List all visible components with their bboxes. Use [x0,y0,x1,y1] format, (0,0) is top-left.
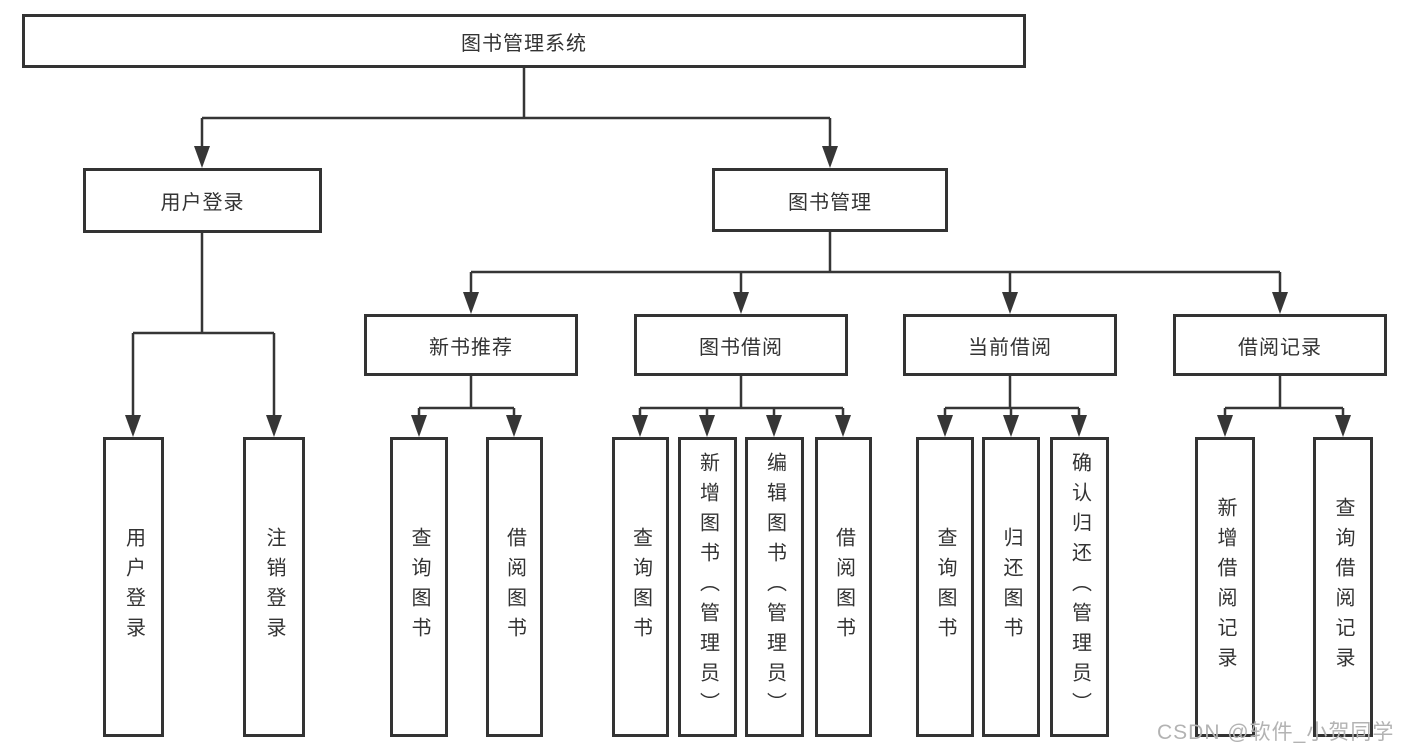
arrow-icon [766,415,782,437]
arrow-icon [699,415,715,437]
node-leaf-edit-books-admin: 编辑图书（管理员） [745,437,804,737]
node-borrow-records: 借阅记录 [1173,314,1387,376]
arrow-icon [125,415,141,437]
node-book-borrow: 图书借阅 [634,314,848,376]
arrow-icon [411,415,427,437]
arrow-icon [1272,292,1288,314]
node-current-borrow: 当前借阅 [903,314,1117,376]
node-leaf-add-books-admin: 新增图书（管理员） [678,437,737,737]
arrow-icon [937,415,953,437]
arrow-icon [1002,292,1018,314]
arrow-icon [1071,415,1087,437]
connector-path [131,68,1345,420]
arrow-icon [822,146,838,168]
node-leaf-return-books: 归还图书 [982,437,1040,737]
node-leaf-logout: 注销登录 [243,437,305,737]
node-leaf-borrow-books-1: 借阅图书 [486,437,543,737]
arrow-icon [733,292,749,314]
node-leaf-borrow-books-2: 借阅图书 [815,437,872,737]
watermark: CSDN @软件_小贺同学 [1157,721,1395,744]
node-new-book-rec: 新书推荐 [364,314,578,376]
arrow-icon [835,415,851,437]
arrow-icon [1335,415,1351,437]
node-leaf-query-borrow-record: 查询借阅记录 [1313,437,1373,737]
node-leaf-add-borrow-record: 新增借阅记录 [1195,437,1255,737]
arrow-icon [266,415,282,437]
arrow-icon [632,415,648,437]
node-user-login: 用户登录 [83,168,322,233]
arrow-icon [506,415,522,437]
node-root: 图书管理系统 [22,14,1026,68]
arrow-icon [194,146,210,168]
node-leaf-query-books-1: 查询图书 [390,437,448,737]
arrow-icon [1217,415,1233,437]
node-leaf-query-books-3: 查询图书 [916,437,974,737]
arrow-icon [1003,415,1019,437]
node-leaf-query-books-2: 查询图书 [612,437,669,737]
node-leaf-user-login: 用户登录 [103,437,164,737]
node-leaf-confirm-return-admin: 确认归还（管理员） [1050,437,1109,737]
node-book-mgmt: 图书管理 [712,168,948,232]
arrow-icon [463,292,479,314]
